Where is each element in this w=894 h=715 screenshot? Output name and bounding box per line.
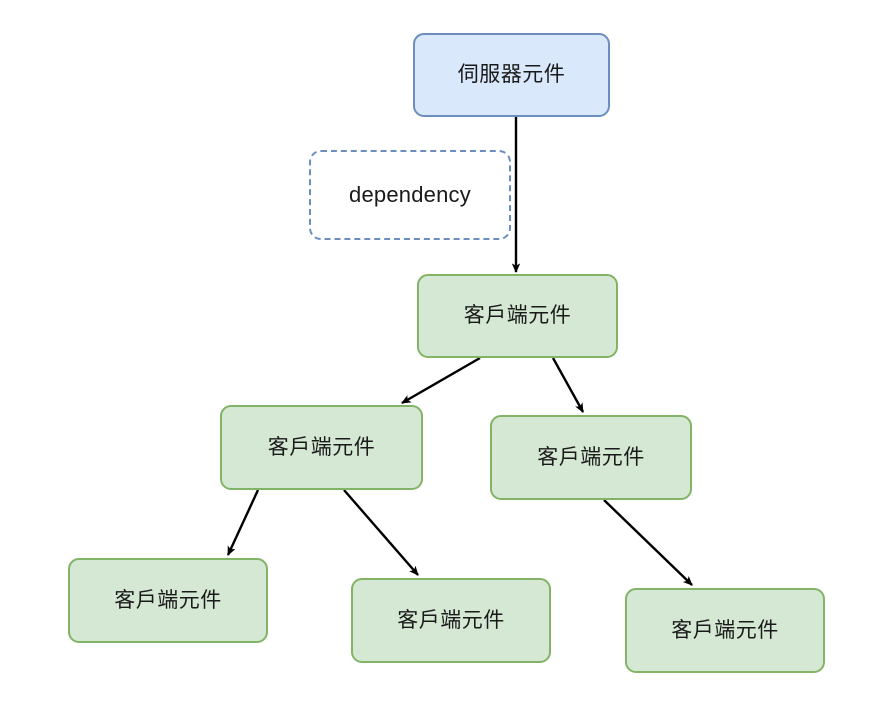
note-label: dependency	[349, 181, 471, 207]
node-label: 客戶端元件	[463, 304, 572, 328]
edge-client1-client3	[551, 357, 585, 413]
node-client-component-5[interactable]: 客戶端元件	[351, 578, 551, 663]
node-client-component-6[interactable]: 客戶端元件	[625, 588, 825, 673]
edge-client3-client6	[603, 499, 693, 586]
node-label: 客戶端元件	[537, 445, 645, 469]
node-client-component-1[interactable]: 客戶端元件	[417, 274, 618, 358]
note-dependency[interactable]: dependency	[309, 150, 511, 240]
node-label: 客戶端元件	[397, 608, 505, 632]
node-client-component-2[interactable]: 客戶端元件	[220, 405, 423, 490]
node-client-component-4[interactable]: 客戶端元件	[68, 558, 268, 643]
node-label: 客戶端元件	[114, 588, 222, 612]
node-client-component-3[interactable]: 客戶端元件	[490, 415, 692, 500]
edge-client2-client4	[226, 489, 260, 556]
node-label: 客戶端元件	[671, 618, 779, 642]
node-server-component[interactable]: 伺服器元件	[413, 33, 610, 117]
node-label: 客戶端元件	[267, 435, 376, 459]
edge-client1-client2	[401, 356, 481, 405]
edge-client2-client5	[343, 489, 419, 576]
node-label: 伺服器元件	[457, 63, 566, 87]
